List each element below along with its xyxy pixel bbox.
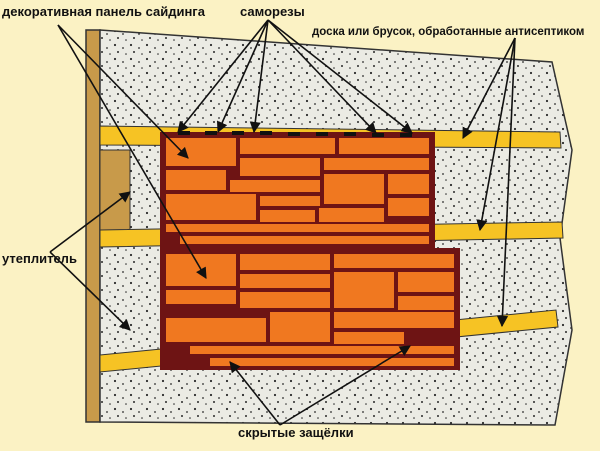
- arrow-clip-2: [279, 345, 411, 426]
- wall-wood-edge: [85, 29, 101, 423]
- arrow-screw-4: [267, 19, 377, 134]
- labels: декоративная панель сайдинга саморезы до…: [2, 4, 584, 440]
- label-insulation: утеплитель: [2, 251, 77, 266]
- arrow-screw-3: [249, 19, 269, 134]
- arrow-screw-1: [177, 19, 269, 133]
- arrow-panel-2: [57, 24, 207, 279]
- arrow-board-2: [476, 37, 516, 232]
- arrow-insulation-2: [49, 251, 131, 331]
- arrow-board-3: [496, 37, 516, 328]
- label-board: доска или брусок, обработанные антисепти…: [312, 26, 584, 38]
- label-screws: саморезы: [240, 4, 305, 19]
- arrow-insulation-1: [49, 191, 131, 253]
- callout-arrows: [49, 19, 516, 426]
- arrow-clip-1: [229, 361, 281, 426]
- siding-panel-lower: [160, 248, 460, 370]
- arrow-panel-1: [57, 24, 189, 159]
- siding-panel-upper: [160, 132, 435, 248]
- label-siding-panel: декоративная панель сайдинга: [2, 4, 206, 19]
- arrow-board-1: [462, 37, 516, 139]
- screws: [178, 131, 412, 137]
- arrow-screw-5: [267, 19, 413, 134]
- label-clips: скрытые защёлки: [238, 425, 354, 440]
- arrow-screw-2: [216, 19, 269, 134]
